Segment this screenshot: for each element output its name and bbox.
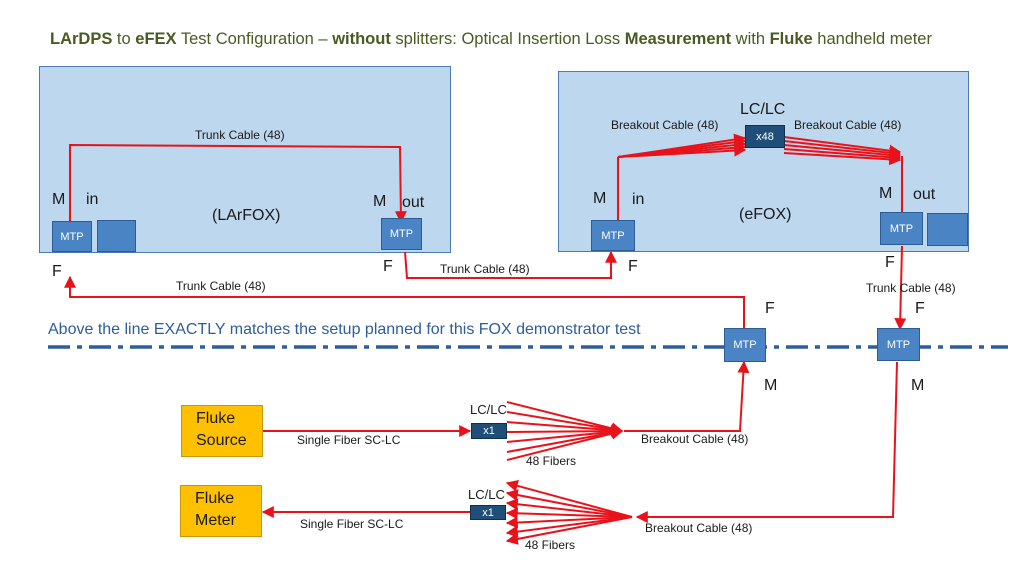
demo-m-b: M xyxy=(911,377,925,394)
demo-f-a: F xyxy=(765,300,775,317)
title-efex: eFEX xyxy=(135,30,177,48)
fluke-meter-line2: Meter xyxy=(195,512,236,529)
efox-spare-port xyxy=(927,213,968,246)
fluke-source-line1: Fluke xyxy=(196,410,236,427)
meter-fibers-label: 48 Fibers xyxy=(525,538,576,552)
trunk-cable-right xyxy=(894,245,907,331)
title-text-3: splitters: Optical Insertion Loss xyxy=(390,30,625,48)
efox-breakout-right: Breakout Cable (48) xyxy=(794,118,902,132)
trunk-mid-label: Trunk Cable (48) xyxy=(440,262,530,276)
source-breakout-cable xyxy=(624,360,750,432)
cable-group xyxy=(64,133,907,545)
efox-name: (eFOX) xyxy=(739,206,792,223)
meter-lclc-label: LC/LC xyxy=(468,487,505,502)
trunk-cable-return xyxy=(64,275,745,329)
efox-out-label: out xyxy=(913,186,936,203)
larfox-mtp-in: MTP xyxy=(52,221,92,252)
title-measurement: Measurement xyxy=(624,30,732,48)
fluke-source-box: Fluke Source xyxy=(181,405,263,457)
trunk-right-label: Trunk Cable (48) xyxy=(866,281,956,295)
larfox-out-label: out xyxy=(402,194,425,211)
larfox-f-left: F xyxy=(52,263,62,280)
larfox-trunk-label: Trunk Cable (48) xyxy=(195,128,285,142)
setup-note: Above the line EXACTLY matches the setup… xyxy=(48,321,641,338)
fluke-source-line2: Source xyxy=(196,432,247,449)
fluke-meter-line1: Fluke xyxy=(195,490,235,507)
trunk-return-label: Trunk Cable (48) xyxy=(176,279,266,293)
efox-mtp-in: MTP xyxy=(591,220,635,251)
title-text-2: Test Configuration – xyxy=(176,30,333,48)
larfox-name: (LArFOX) xyxy=(212,207,281,224)
title-text-4: with xyxy=(731,30,770,48)
efox-m-in: M xyxy=(593,190,607,207)
title-lardps: LArDPS xyxy=(50,30,113,48)
efox-lclc: LC/LC xyxy=(740,101,786,118)
efox-in-label: in xyxy=(632,191,645,208)
larfox-mtp-out: MTP xyxy=(381,218,422,250)
larfox-f-right: F xyxy=(383,258,393,275)
demo-mtp-a: MTP xyxy=(724,328,766,362)
efox-x48-box: x48 xyxy=(745,125,785,148)
source-breakout-label: Breakout Cable (48) xyxy=(641,432,749,446)
fluke-meter-box: Fluke Meter xyxy=(180,485,262,537)
efox-f-right: F xyxy=(885,254,895,271)
efox-breakout-left: Breakout Cable (48) xyxy=(611,118,719,132)
demo-mtp-b: MTP xyxy=(877,328,920,361)
efox-mtp-out: MTP xyxy=(880,212,923,245)
source-x1-box: x1 xyxy=(471,423,507,439)
title-fluke: Fluke xyxy=(769,30,813,48)
larfox-m-out: M xyxy=(373,193,387,210)
trunk-cable-mid xyxy=(404,250,617,279)
source-fiber-label: Single Fiber SC-LC xyxy=(297,433,401,447)
title-text-1: to xyxy=(112,30,136,48)
meter-breakout-label: Breakout Cable (48) xyxy=(645,521,753,535)
larfox-in-label: in xyxy=(86,191,99,208)
demo-m-a: M xyxy=(764,377,778,394)
larfox-spare-port xyxy=(97,220,136,252)
source-lclc-label: LC/LC xyxy=(470,402,507,417)
meter-x1-box: x1 xyxy=(470,505,506,520)
title-without: without xyxy=(332,30,391,48)
larfox-m-in: M xyxy=(52,191,66,208)
meter-return-cable xyxy=(635,361,898,523)
page-title: LArDPS to eFEX Test Configuration – with… xyxy=(50,30,932,49)
meter-fiber-label: Single Fiber SC-LC xyxy=(300,517,404,531)
efox-f-left: F xyxy=(628,258,638,275)
source-fibers-label: 48 Fibers xyxy=(526,454,577,468)
demo-f-b: F xyxy=(915,300,925,317)
larfox-trunk-cable xyxy=(69,143,407,224)
title-text-5: handheld meter xyxy=(812,30,932,48)
efox-m-out: M xyxy=(879,185,893,202)
